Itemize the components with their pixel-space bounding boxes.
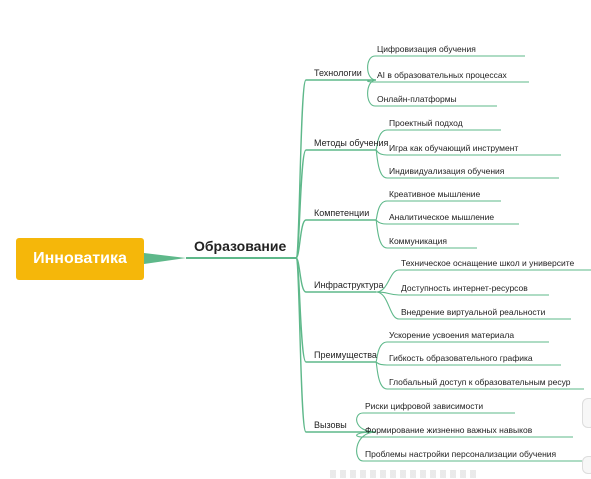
leaf-node[interactable]: Коммуникация [389, 236, 448, 246]
connector-line [367, 79, 529, 83]
connector-line [295, 257, 376, 433]
leaf-node[interactable]: Внедрение виртуальной реальности [401, 307, 546, 317]
leaf-node[interactable]: AI в образовательных процессах [377, 70, 507, 80]
connector-line [375, 341, 549, 363]
leaf-node[interactable]: Проектный подход [389, 118, 463, 128]
root-connector [144, 253, 186, 264]
connector-line [375, 361, 584, 390]
category-node[interactable]: Технологии [314, 68, 362, 78]
leaf-node[interactable]: Аналитическое мышление [389, 212, 495, 222]
central-topic[interactable]: Образование [194, 238, 287, 254]
leaf-node[interactable]: Индивидуализация обучения [389, 166, 505, 176]
connector-line [375, 291, 571, 320]
collapse-toggle-icon[interactable] [582, 456, 591, 474]
leaf-node[interactable]: Формирование жизненно важных навыков [365, 425, 533, 435]
leaf-node[interactable]: Риски цифровой зависимости [365, 401, 484, 411]
category-node[interactable]: Методы обучения [314, 138, 389, 148]
leaf-node[interactable]: Проблемы настройки персонализации обучен… [365, 449, 557, 459]
connector-line [375, 149, 559, 179]
connector-line [375, 200, 501, 221]
connector-line [356, 412, 515, 433]
leaf-node[interactable]: Онлайн-платформы [377, 94, 457, 104]
collapse-toggle-icon[interactable] [582, 398, 591, 428]
leaf-node[interactable]: Ускорение усвоения материала [389, 330, 515, 340]
connector-line [295, 79, 376, 259]
connector-line [375, 269, 591, 293]
connector-line [295, 257, 376, 363]
category-node[interactable]: Инфраструктура [314, 280, 384, 290]
connector-line [295, 219, 376, 259]
leaf-node[interactable]: Глобальный доступ к образовательным ресу… [389, 377, 571, 387]
category-node[interactable]: Вызовы [314, 420, 347, 430]
leaf-node[interactable]: Доступность интернет-ресурсов [401, 283, 528, 293]
leaf-node[interactable]: Креативное мышление [389, 189, 481, 199]
watermark [330, 470, 480, 478]
connector-line [375, 291, 549, 296]
leaf-node[interactable]: Техническое оснащение школ и университе [401, 258, 575, 268]
leaf-node[interactable]: Игра как обучающий инструмент [389, 143, 519, 153]
leaf-node[interactable]: Гибкость образовательного графика [389, 353, 533, 363]
category-node[interactable]: Преимущества [314, 350, 377, 360]
connector-line [367, 55, 525, 81]
connector-line [295, 149, 376, 259]
connector-line [356, 431, 583, 462]
connector-line [367, 79, 497, 107]
root-node[interactable]: Инноватика [16, 238, 144, 280]
leaf-node[interactable]: Цифровизация обучения [377, 44, 476, 54]
category-node[interactable]: Компетенции [314, 208, 370, 218]
connector-line [375, 219, 477, 249]
connector-line [375, 129, 501, 151]
